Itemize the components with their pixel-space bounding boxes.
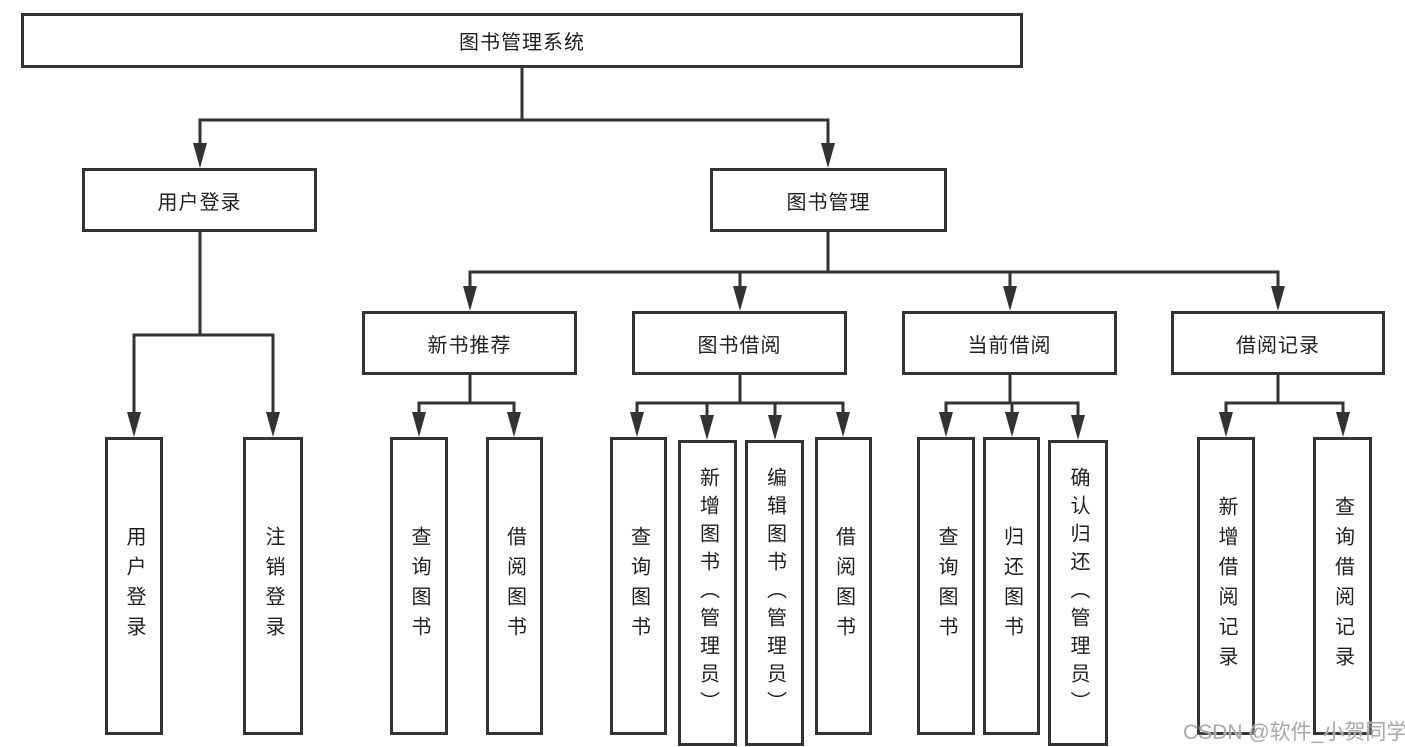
leaf-query-books-current: 查询图书 (917, 437, 975, 735)
leaf-return-books: 归还图书 (983, 437, 1040, 735)
node-label: 新增借阅记录 (1215, 496, 1237, 676)
node-label: 借阅图书 (832, 526, 855, 646)
node-label: 确认归还（管理员） (1067, 467, 1089, 719)
arrowhead (127, 412, 141, 437)
node-current-borrowing: 当前借阅 (902, 311, 1117, 375)
connector-user-login-branch (132, 230, 275, 415)
node-label: 图书借阅 (697, 334, 782, 357)
arrowhead (836, 412, 850, 437)
node-label: 归还图书 (1000, 526, 1023, 646)
arrowhead (193, 143, 207, 168)
node-label: 借阅图书 (503, 526, 526, 646)
arrowhead (1219, 412, 1233, 437)
arrowhead (1336, 412, 1350, 437)
arrowhead (507, 412, 521, 437)
arrowhead (700, 415, 714, 440)
node-label: 查询借阅记录 (1331, 496, 1354, 676)
arrowhead (463, 286, 477, 311)
node-label: 图书管理 (786, 191, 871, 214)
arrowhead (768, 415, 782, 440)
leaf-edit-book-admin: 编辑图书（管理员） (745, 440, 804, 746)
csdn-watermark: CSDN @软件_小贺同学 (1183, 721, 1405, 744)
connector-root-to-level2 (198, 66, 830, 146)
node-library-management-system: 图书管理系统 (21, 13, 1023, 68)
leaf-query-books-borrowing: 查询图书 (610, 437, 667, 735)
node-label: 查询图书 (935, 526, 957, 646)
arrowhead (412, 412, 426, 437)
arrowhead (630, 412, 644, 437)
arrowhead (266, 412, 280, 437)
node-label: 借阅记录 (1236, 334, 1320, 357)
connector-new-book-branch (417, 373, 516, 415)
leaf-confirm-return-admin: 确认归还（管理员） (1048, 440, 1108, 746)
node-label: 新增图书（管理员） (696, 467, 719, 719)
node-label: 注销登录 (262, 526, 284, 646)
connector-book-mgmt-branch (468, 230, 1280, 290)
connector-borrow-records-branch (1224, 373, 1345, 415)
node-borrowing-records: 借阅记录 (1171, 311, 1385, 375)
node-label: 编辑图书（管理员） (763, 467, 786, 719)
node-label: 当前借阅 (967, 334, 1052, 357)
leaf-logout: 注销登录 (243, 437, 303, 735)
arrowhead (1071, 415, 1085, 440)
connector-current-borrowing-branch (944, 373, 1080, 418)
arrowhead (821, 143, 835, 168)
node-label: 图书管理系统 (459, 32, 585, 54)
node-new-book-recommend: 新书推荐 (362, 311, 577, 375)
node-book-borrowing: 图书借阅 (632, 311, 847, 375)
arrowhead (939, 412, 953, 437)
node-label: 新书推荐 (427, 334, 512, 357)
leaf-query-borrow-record: 查询借阅记录 (1313, 437, 1372, 735)
leaf-query-books-recommend: 查询图书 (390, 437, 448, 735)
leaf-borrow-books-borrowing: 借阅图书 (815, 437, 872, 735)
leaf-borrow-books-recommend: 借阅图书 (486, 437, 543, 735)
arrowhead (1005, 412, 1019, 437)
leaf-add-borrow-record: 新增借阅记录 (1197, 437, 1255, 735)
arrowhead (1271, 286, 1285, 311)
connector-book-borrowing-branch (635, 373, 845, 418)
node-label: 用户登录 (123, 526, 145, 646)
arrowhead (733, 286, 747, 311)
node-label: 查询图书 (627, 526, 650, 646)
node-book-management: 图书管理 (710, 168, 947, 232)
node-label: 查询图书 (408, 526, 430, 646)
arrowhead (1003, 286, 1017, 311)
leaf-user-login: 用户登录 (105, 437, 163, 735)
node-user-login: 用户登录 (82, 168, 317, 232)
leaf-add-book-admin: 新增图书（管理员） (678, 440, 737, 746)
node-label: 用户登录 (157, 191, 242, 214)
